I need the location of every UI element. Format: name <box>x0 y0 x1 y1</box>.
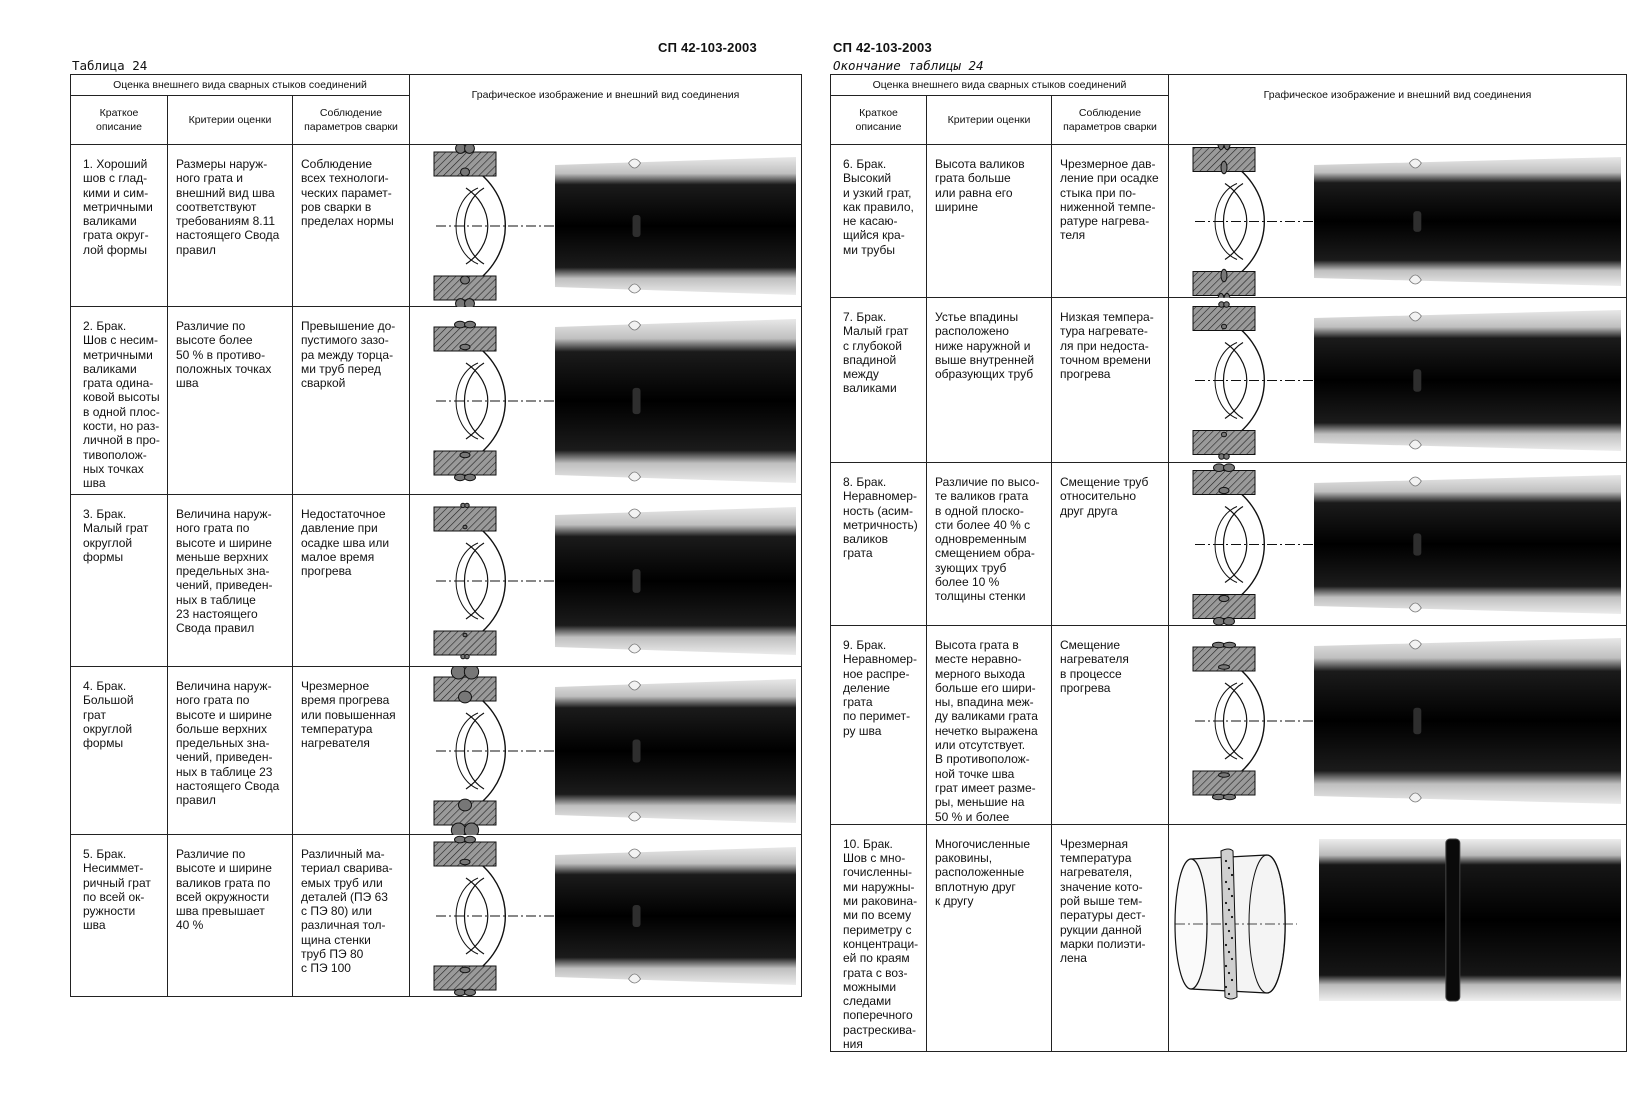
joint-graphic <box>409 666 803 835</box>
cross-section-sketch <box>1192 301 1316 460</box>
table-row: 2. Брак. Шов с несим- метричными валикам… <box>70 306 803 495</box>
row-criteria: Величина наруж- ного грата по высоте и ш… <box>176 507 273 636</box>
cross-section-sketch <box>433 145 557 307</box>
doc-number: СП 42-103-2003 <box>833 40 932 55</box>
cross-section-sketch <box>1192 145 1316 298</box>
header-description: Краткое описание <box>70 95 168 145</box>
cross-section-sketch <box>1192 463 1316 626</box>
pipe-photo <box>1319 838 1622 1002</box>
row-criteria: Различие по высоте и ширине валиков грат… <box>176 847 272 933</box>
pipe-photo <box>1314 157 1622 286</box>
row-criteria: Высота валиков грата больше или равна ег… <box>935 157 1025 214</box>
table-row: 8. Брак. Неравномер- ность (асим- метрич… <box>830 462 1628 626</box>
joint-graphic <box>409 494 803 667</box>
row-params: Недостаточное давление при осадке шва ил… <box>301 507 390 579</box>
row-description: 1. Хороший шов с глад- кими и сим- метри… <box>83 157 153 257</box>
pipe-photo <box>555 157 797 295</box>
header-params: Соблюдение параметров сварки <box>1050 95 1170 145</box>
table-caption: Таблица 24 <box>72 58 148 73</box>
row-params: Соблюдение всех технологи- ческих параме… <box>301 157 394 229</box>
table-row: 1. Хороший шов с глад- кими и сим- метри… <box>70 144 803 307</box>
header-graphic: Графическое изображение и внешний вид со… <box>1168 74 1628 145</box>
row-params: Превышение до- пустимого зазо- ра между … <box>301 319 396 391</box>
table-row: 9. Брак. Неравномер- ное распре- деление… <box>830 625 1628 825</box>
table-row: 10. Брак. Шов с мно- гочисленны- ми нару… <box>830 823 1628 1053</box>
joint-graphic <box>1168 297 1628 463</box>
pipe-photo <box>1314 310 1622 451</box>
joint-graphic <box>409 306 803 495</box>
cross-section-sketch <box>433 502 557 660</box>
table-row: 4. Брак. Большой грат округлой формы Вел… <box>70 666 803 835</box>
table-row: 7. Брак. Малый грат с глубокой впадиной … <box>830 297 1628 463</box>
doc-number: СП 42-103-2003 <box>658 40 757 55</box>
weld-evaluation-table: Оценка внешнего вида сварных стыков соед… <box>69 74 803 997</box>
header-params: Соблюдение параметров сварки <box>291 95 411 145</box>
row-description: 2. Брак. Шов с несим- метричными валикам… <box>83 319 160 491</box>
table-row: 5. Брак. Несиммет- ричный грат по всей о… <box>70 834 803 997</box>
joint-graphic <box>409 834 803 997</box>
header-graphic: Графическое изображение и внешний вид со… <box>409 74 803 145</box>
pipe-photo <box>555 507 797 655</box>
table-row: 3. Брак. Малый грат округлой формы Велич… <box>70 494 803 667</box>
header-criteria: Критерии оценки <box>926 95 1052 145</box>
table-row: 6. Брак. Высокий и узкий грат, как прави… <box>830 144 1628 298</box>
row-description: 5. Брак. Несиммет- ричный грат по всей о… <box>83 847 151 933</box>
row-criteria: Различие по высо- те валиков грата в одн… <box>935 475 1040 604</box>
pipe-photo <box>555 847 797 985</box>
cross-section-sketch <box>433 835 557 997</box>
row-description: 10. Брак. Шов с мно- гочисленны- ми нару… <box>843 836 919 1052</box>
pipe-photo <box>555 319 797 483</box>
joint-graphic-cylinder <box>1168 823 1628 1053</box>
cross-section-sketch <box>433 320 557 482</box>
row-description: 3. Брак. Малый грат округлой формы <box>83 507 149 564</box>
header-criteria: Критерии оценки <box>167 95 293 145</box>
row-criteria: Различие по высоте более 50 % в противо-… <box>176 319 272 391</box>
pipe-photo <box>555 679 797 823</box>
row-description: 7. Брак. Малый грат с глубокой впадиной … <box>843 310 909 396</box>
joint-graphic <box>1168 625 1628 825</box>
pipe-photo <box>1314 475 1622 614</box>
row-params: Смещение труб относительно друг друга <box>1060 475 1149 518</box>
row-params: Чрезмерное дав- ление при осадке стыка п… <box>1060 157 1159 243</box>
header-group: Оценка внешнего вида сварных стыков соед… <box>829 74 1170 96</box>
pipe-photo <box>1314 638 1622 804</box>
table-caption: Окончание таблицы 24 <box>833 58 984 73</box>
left-page: СП 42-103-2003 Таблица 24 Оценка внешнег… <box>69 40 803 997</box>
row-criteria: Устье впадины расположено ниже наружной … <box>935 310 1035 382</box>
row-params: Чрезмерное время прогрева или повышенная… <box>301 679 396 751</box>
row-criteria: Многочисленные раковины, расположенные в… <box>935 836 1031 909</box>
weld-evaluation-table-continued: Оценка внешнего вида сварных стыков соед… <box>829 74 1628 1053</box>
cross-section-sketch <box>433 667 557 835</box>
row-params: Низкая темпера- тура нагревате- ля при н… <box>1060 310 1154 382</box>
row-description: 8. Брак. Неравномер- ность (асим- метрич… <box>843 475 918 561</box>
row-description: 6. Брак. Высокий и узкий грат, как прави… <box>843 157 914 257</box>
row-params: Чрезмерная температура нагревателя, знач… <box>1060 836 1146 966</box>
joint-graphic <box>1168 462 1628 626</box>
right-page: СП 42-103-2003 Окончание таблицы 24 Оцен… <box>823 0 1646 1100</box>
row-description: 9. Брак. Неравномер- ное распре- деление… <box>843 638 917 738</box>
joint-graphic <box>409 144 803 307</box>
header-group: Оценка внешнего вида сварных стыков соед… <box>69 74 411 96</box>
joint-graphic <box>1168 144 1628 298</box>
row-criteria: Высота грата в месте неравно- мерного вы… <box>935 638 1038 824</box>
row-criteria: Размеры наруж- ного грата и внешний вид … <box>176 157 280 257</box>
cross-section-sketch <box>1192 641 1316 801</box>
cylinder-sketch <box>1174 848 1298 1000</box>
row-params: Различный ма- териал сварива- емых труб … <box>301 847 393 976</box>
header-description: Краткое описание <box>830 95 927 145</box>
row-params: Смещение нагревателя в процессе прогрева <box>1060 638 1129 695</box>
row-criteria: Величина наруж- ного грата по высоте и ш… <box>176 679 280 808</box>
row-description: 4. Брак. Большой грат округлой формы <box>83 679 134 751</box>
